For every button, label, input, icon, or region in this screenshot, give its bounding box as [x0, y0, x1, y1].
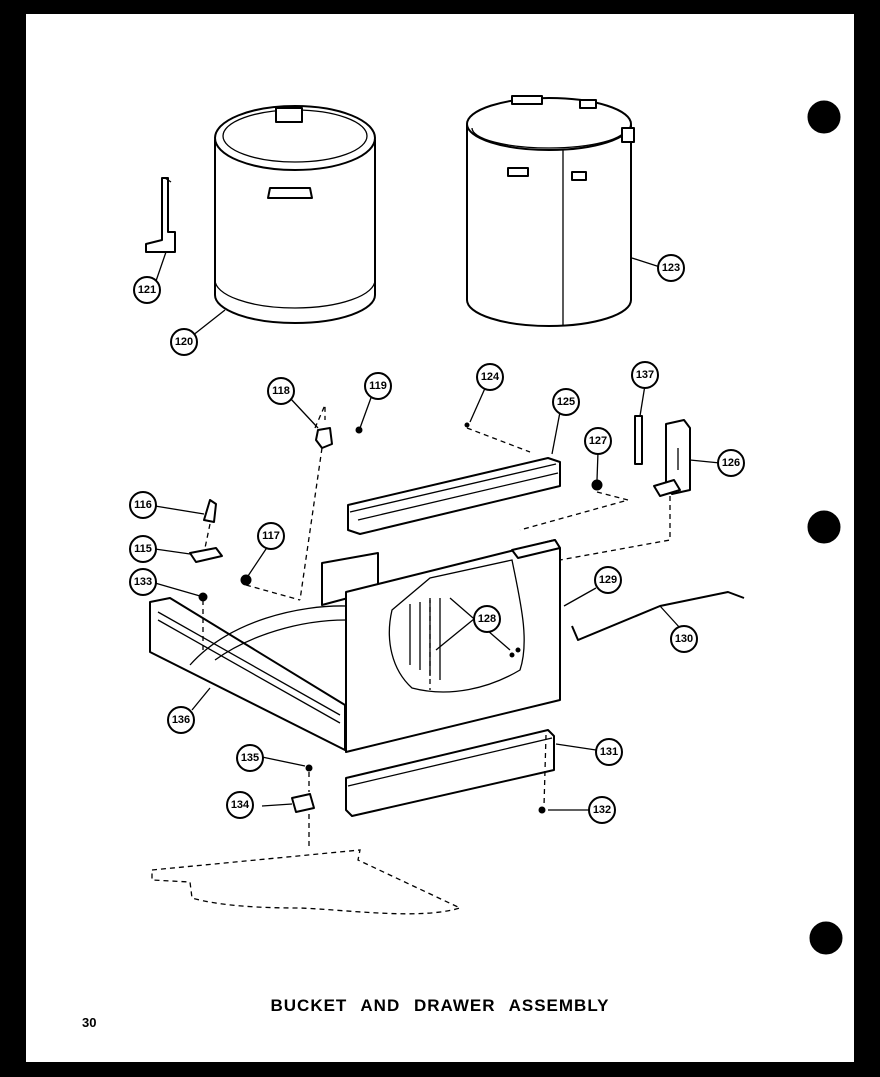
drawer-housing: [149, 539, 561, 753]
switch-134: [291, 793, 315, 813]
callout-116: 116: [129, 491, 157, 519]
clip-118: [315, 427, 333, 449]
svg-text:125: 125: [557, 396, 575, 408]
floor-outline: [151, 849, 462, 915]
page-number: 30: [82, 1015, 97, 1030]
callout-125: 125: [552, 388, 580, 416]
svg-text:137: 137: [636, 369, 654, 381]
svg-text:129: 129: [599, 574, 617, 586]
bracket-126: [653, 419, 691, 497]
liner-123: [466, 95, 635, 327]
screw-132: [538, 806, 546, 814]
bucket-120: [214, 105, 376, 324]
callout-133: 133: [129, 568, 157, 596]
svg-text:131: 131: [600, 746, 618, 758]
callout-121: 121: [133, 276, 161, 304]
callout-117: 117: [257, 522, 285, 550]
rail-125: [347, 457, 561, 535]
callout-134: 134: [226, 791, 254, 819]
clip-115: [189, 547, 223, 563]
binder-hole-bottom: [809, 921, 843, 955]
diagram-caption: BUCKET AND DRAWER ASSEMBLY: [270, 996, 610, 1015]
binder-hole-middle: [807, 510, 841, 544]
svg-text:118: 118: [272, 385, 290, 397]
rod-130: [571, 591, 745, 641]
callout-130: 130: [670, 625, 698, 653]
callout-127: 127: [584, 427, 612, 455]
trim-131: [345, 729, 555, 817]
callout-119: 119: [364, 372, 392, 400]
svg-text:123: 123: [662, 262, 680, 274]
strip-137: [634, 415, 643, 465]
svg-text:124: 124: [481, 371, 500, 383]
svg-text:121: 121: [138, 284, 156, 296]
screw-119: [355, 426, 363, 434]
svg-text:119: 119: [369, 380, 387, 392]
callout-115: 115: [129, 535, 157, 563]
callout-126: 126: [717, 449, 745, 477]
screw-135: [305, 764, 313, 772]
bracket-121: [145, 177, 176, 253]
svg-text:130: 130: [675, 633, 693, 645]
svg-text:127: 127: [589, 435, 607, 447]
svg-text:132: 132: [593, 804, 611, 816]
svg-text:135: 135: [241, 752, 259, 764]
svg-text:128: 128: [478, 613, 496, 625]
callout-136: 136: [167, 706, 195, 734]
callout-131: 131: [595, 738, 623, 766]
svg-text:116: 116: [134, 499, 152, 511]
callout-120: 120: [170, 328, 198, 356]
svg-text:134: 134: [231, 799, 250, 811]
svg-text:120: 120: [175, 336, 193, 348]
svg-text:136: 136: [172, 714, 190, 726]
callout-132: 132: [588, 796, 616, 824]
binder-hole-top: [807, 100, 841, 134]
callout-124: 124: [476, 363, 504, 391]
callout-137: 137: [631, 361, 659, 389]
callout-123: 123: [657, 254, 685, 282]
callout-129: 129: [594, 566, 622, 594]
nut-127: [591, 479, 603, 491]
svg-text:117: 117: [262, 530, 280, 542]
svg-text:115: 115: [134, 543, 152, 555]
spring-116: [203, 499, 217, 523]
svg-text:126: 126: [722, 457, 740, 469]
callout-128: 128: [473, 605, 501, 633]
nut-117: [240, 574, 252, 586]
callout-118: 118: [267, 377, 295, 405]
callout-135: 135: [236, 744, 264, 772]
screw-124: [464, 422, 470, 428]
svg-text:133: 133: [134, 576, 152, 588]
nut-133: [198, 592, 208, 602]
